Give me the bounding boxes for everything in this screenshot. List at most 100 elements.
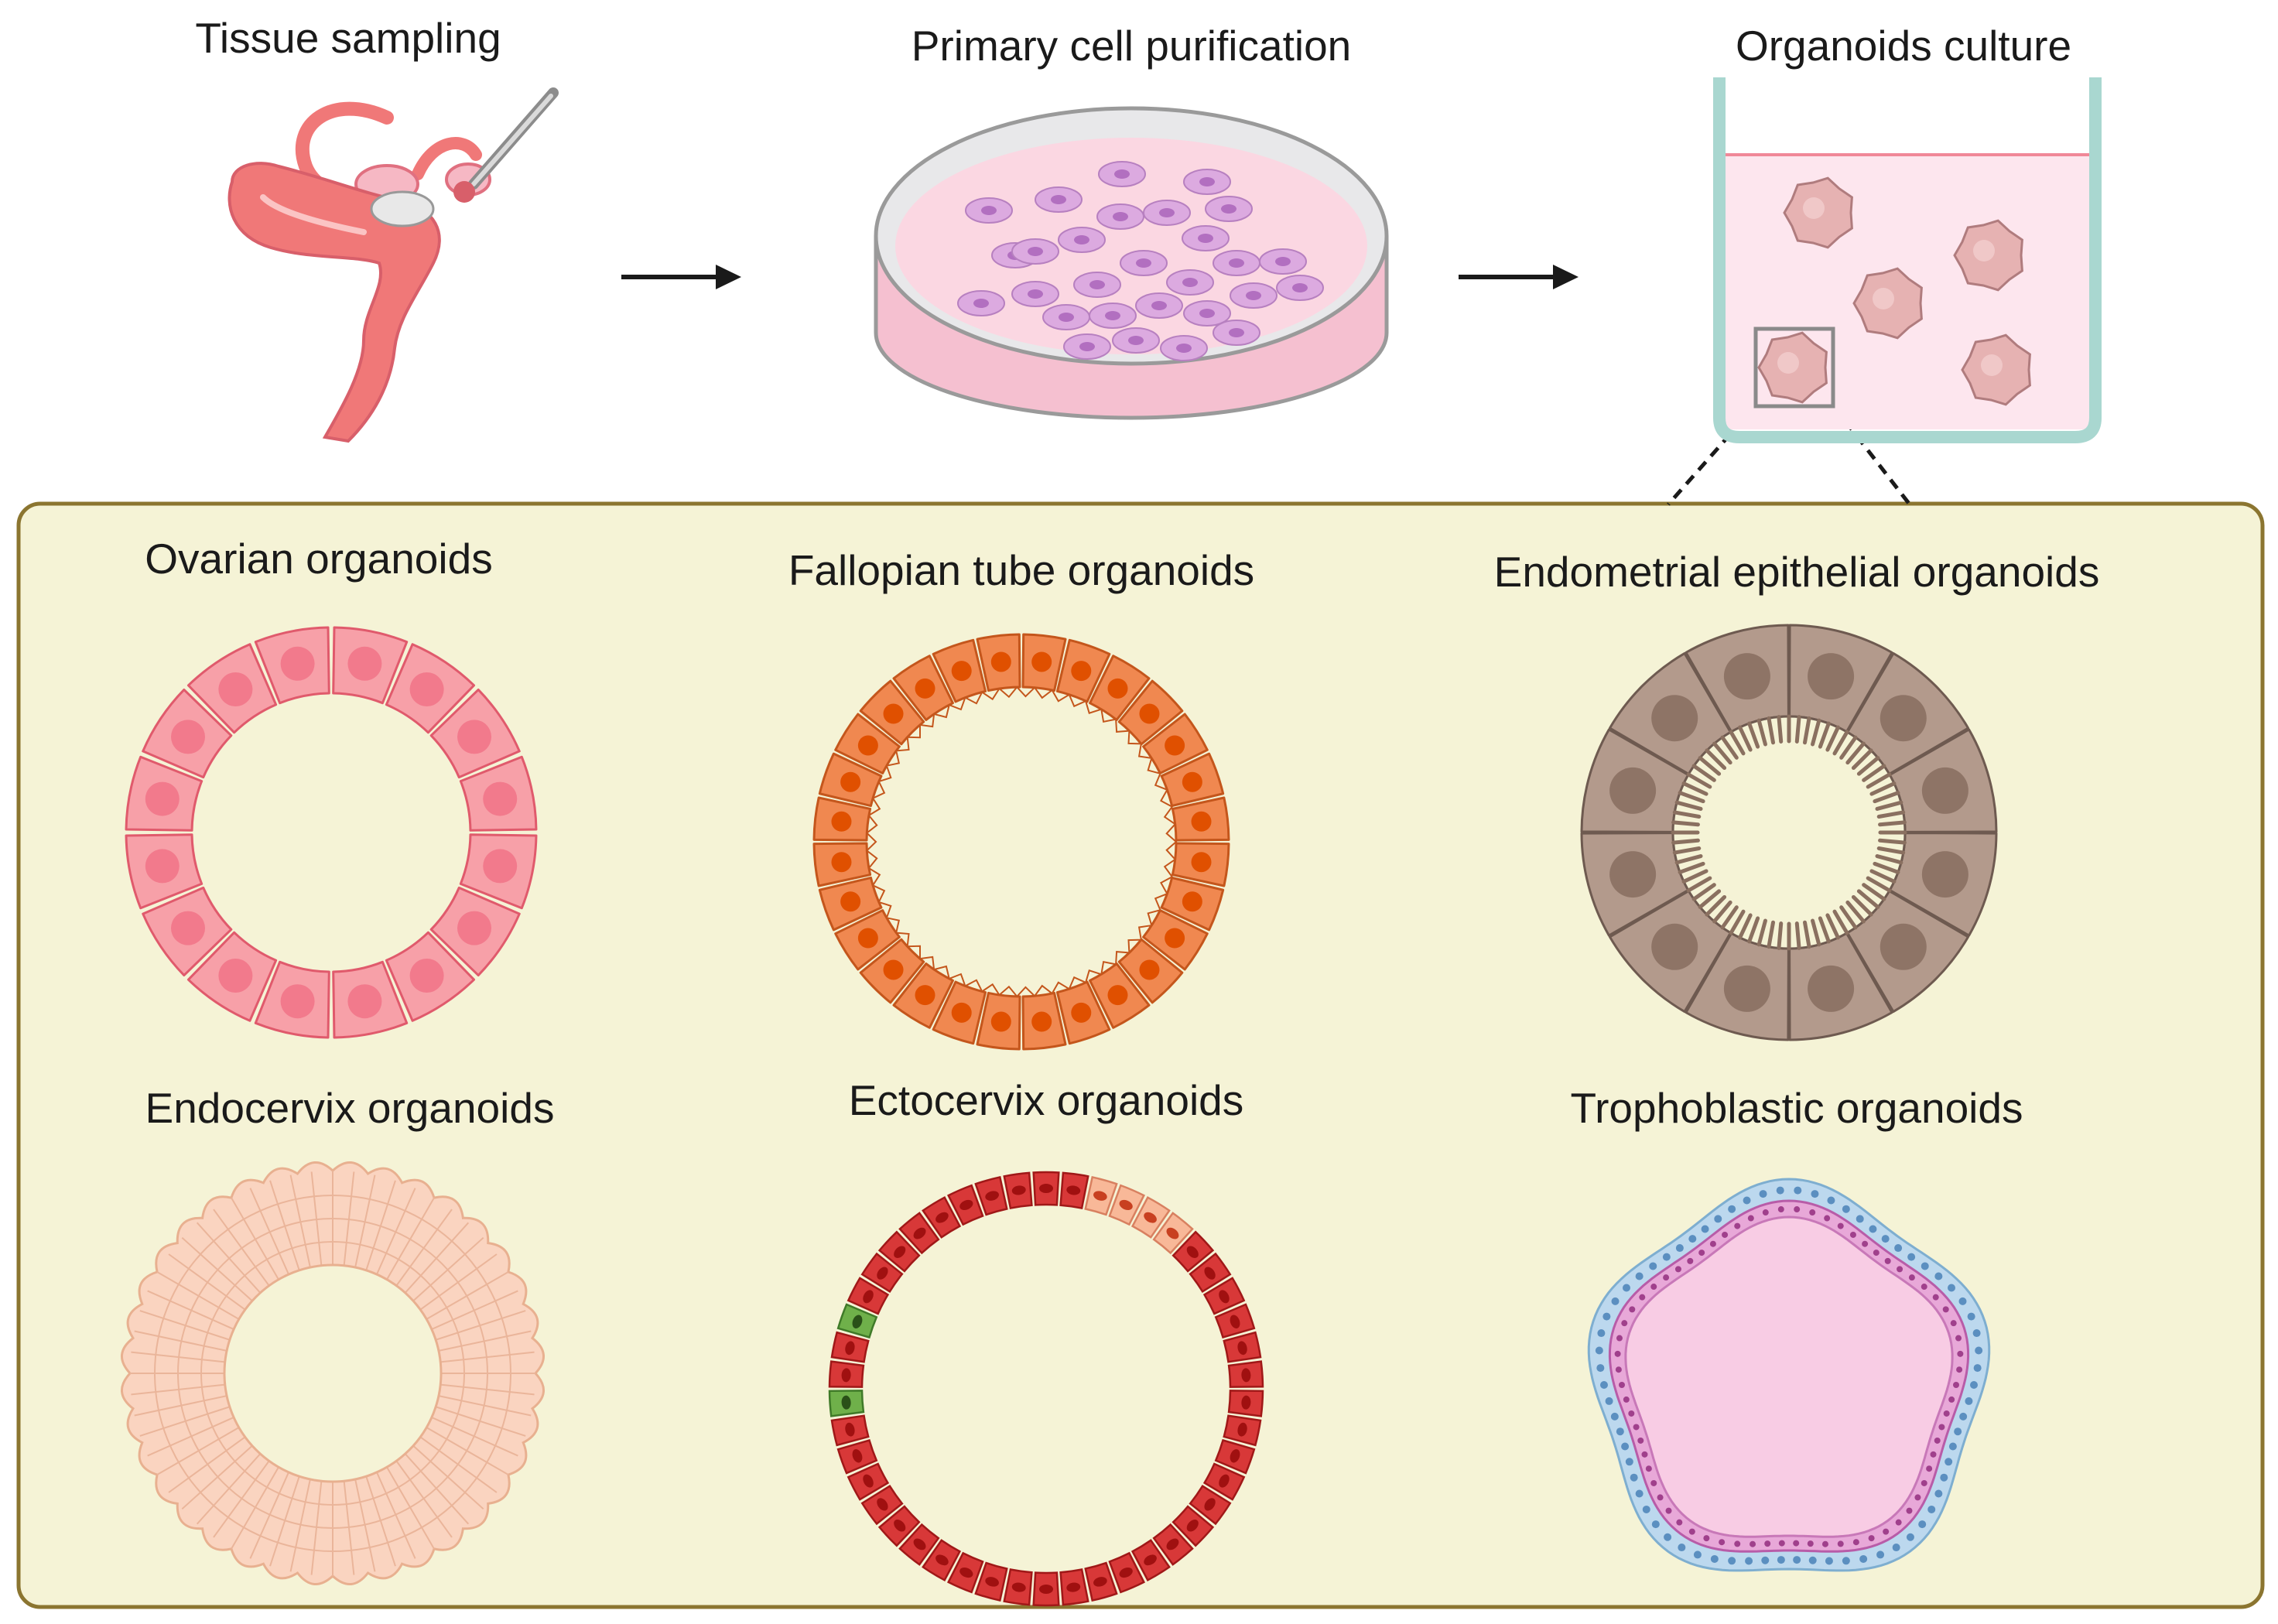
endometrial-microvilli: [1747, 721, 1760, 749]
endocervix-cell-wall: [310, 1171, 323, 1266]
trophoblast-nucleus: [1842, 1557, 1850, 1565]
endocervix-cell-wall: [196, 1222, 262, 1294]
trophoblast-nucleus: [1827, 1196, 1835, 1205]
ovarian-cell-nucleus: [170, 911, 205, 945]
trophoblast-nucleus: [1934, 1272, 1943, 1280]
culture-organoid-highlight: [1981, 354, 2003, 376]
fallopian-cell-nucleus: [840, 771, 861, 792]
endocervix-cell-wall: [156, 1271, 240, 1320]
fallopian-cell-nucleus: [951, 1002, 972, 1023]
dish-cell-nucleus: [1028, 289, 1043, 299]
trophoblast-nucleus: [1954, 1427, 1962, 1436]
endocervix-cell-wall: [404, 1453, 470, 1525]
dish-cell-nucleus: [1114, 169, 1130, 179]
trophoblast-nucleus: [1842, 1205, 1850, 1213]
endometrial-microvilli: [1672, 846, 1702, 855]
trophoblast-nucleus: [1825, 1557, 1833, 1565]
trophoblast-nucleus: [1967, 1312, 1975, 1321]
ectocervix-nucleus: [913, 1538, 926, 1550]
endocervix-cell-wall: [168, 1253, 246, 1311]
endocervix-cell-wall: [438, 1330, 532, 1352]
endocervix-cell-wall: [395, 1209, 453, 1287]
trophoblast-nucleus: [1856, 1215, 1864, 1223]
trophoblast-nucleus: [1793, 1540, 1800, 1547]
dish-cell-nucleus: [1105, 311, 1120, 320]
trophoblast-nucleus: [1932, 1294, 1939, 1301]
trophoblast-nucleus: [1676, 1519, 1683, 1526]
ovarian-cell-nucleus: [409, 959, 444, 993]
endocervix-cell-wall: [134, 1395, 227, 1417]
ectocervix-nucleus: [913, 1227, 926, 1239]
ectocervix-nucleus: [1066, 1185, 1081, 1195]
trophoblast-nucleus: [1649, 1262, 1657, 1270]
fallopian-cell-nucleus: [840, 891, 861, 912]
endometrial-cell-nucleus: [1609, 767, 1657, 814]
endometrial-microvilli: [1794, 715, 1801, 744]
ectocervix-nucleus: [863, 1290, 874, 1304]
endometrial-microvilli: [1777, 921, 1784, 950]
trophoblast-nucleus: [1914, 1494, 1921, 1501]
ovarian-cell-nucleus: [145, 781, 180, 816]
endometrial-microvilli: [1866, 772, 1892, 789]
fallopian-organoid-icon: [812, 633, 1230, 1051]
endometrial-microvilli: [1818, 916, 1831, 944]
endometrial-microvilli: [1856, 756, 1880, 776]
endometrial-microvilli: [1767, 920, 1776, 949]
trophoblast-nucleus: [1651, 1520, 1660, 1529]
step-label-cell-purification: Primary cell purification: [911, 22, 1352, 70]
trophoblast-nucleus: [1927, 1505, 1936, 1513]
ectocervix-nucleus: [1237, 1422, 1247, 1437]
endometrial-microvilli: [1671, 820, 1700, 827]
trophoblast-nucleus: [1628, 1410, 1635, 1417]
trophoblast-nucleus: [1597, 1329, 1606, 1338]
trophoblast-nucleus: [1811, 1190, 1819, 1198]
trophoblast-nucleus: [1719, 1539, 1726, 1546]
trophoblast-nucleus: [1734, 1222, 1741, 1229]
endocervix-cell-wall: [426, 1427, 509, 1475]
trophoblast-nucleus: [1750, 1540, 1756, 1547]
trophoblast-nucleus: [1972, 1329, 1981, 1338]
label-fallopian-organoids: Fallopian tube organoids: [788, 546, 1255, 594]
endometrial-microvilli: [1720, 905, 1739, 930]
trophoblast-nucleus: [1722, 1231, 1729, 1238]
fallopian-cell-nucleus: [1165, 735, 1185, 756]
ectocervix-nucleus: [1119, 1199, 1133, 1211]
trophoblast-nucleus: [1881, 1235, 1890, 1243]
ovarian-cell-nucleus: [457, 720, 492, 754]
trophoblast-nucleus: [1662, 1253, 1671, 1261]
ectocervix-nucleus: [877, 1498, 888, 1511]
trophoblast-nucleus: [1918, 1520, 1927, 1529]
endometrial-microvilli: [1678, 861, 1705, 874]
ectocervix-nucleus: [852, 1449, 863, 1463]
ovarian-organoid-icon: [125, 626, 538, 1039]
trophoblast-lumen: [1624, 1215, 1954, 1538]
ectocervix-nucleus: [1186, 1246, 1199, 1258]
trophoblast-nucleus: [1975, 1346, 1983, 1355]
trophoblast-nucleus: [1945, 1458, 1953, 1466]
trophoblast-nucleus: [1629, 1306, 1636, 1313]
fallopian-cell-nucleus: [1107, 678, 1128, 699]
purified-cells: [957, 161, 1324, 361]
culture-organoid-highlight: [1803, 197, 1825, 219]
endocervix-cell-wall: [213, 1209, 270, 1287]
trophoblast-nucleus: [1934, 1489, 1943, 1498]
endometrial-microvilli: [1756, 718, 1767, 747]
trophoblast-nucleus: [1950, 1320, 1957, 1327]
endocervix-cell-wall: [431, 1290, 518, 1330]
ectocervix-nucleus: [852, 1315, 863, 1328]
fallopian-cell-nucleus: [1191, 811, 1212, 832]
trophoblast-nucleus: [1635, 1489, 1644, 1498]
ectocervix-nucleus: [1241, 1368, 1251, 1383]
ectocervix-nucleus: [1119, 1567, 1133, 1578]
endocervix-cell-wall: [168, 1436, 246, 1493]
trophoblast-nucleus: [1743, 1196, 1751, 1205]
endometrial-cell-nucleus: [1921, 767, 1968, 814]
endometrial-microvilli: [1869, 781, 1897, 796]
trophoblast-nucleus: [1868, 1535, 1875, 1542]
ectocervix-nucleus: [1039, 1585, 1053, 1594]
dish-cell-nucleus: [1136, 258, 1151, 268]
ectocervix-nucleus: [1093, 1191, 1107, 1201]
endocervix-cell-wall: [435, 1406, 526, 1437]
trophoblast-nucleus: [1657, 1494, 1664, 1501]
